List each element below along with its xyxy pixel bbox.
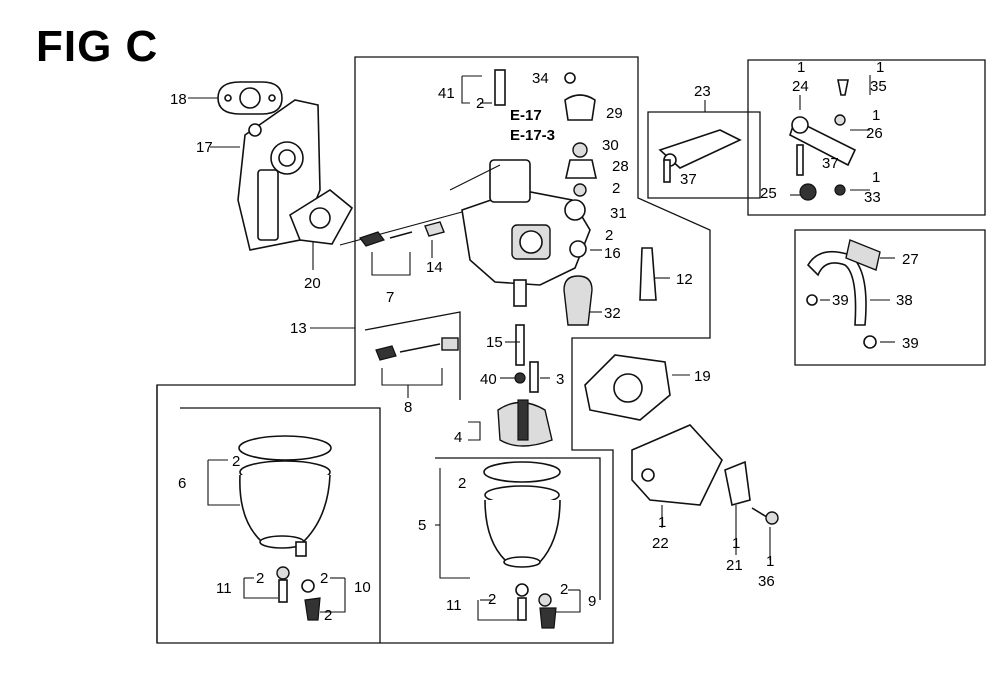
callout-38: 38 [896,292,913,309]
callout-16: 16 [604,245,621,262]
callout-39: 39 [832,292,849,309]
callout-11: 11 [216,580,232,597]
callout-27: 27 [902,251,919,268]
bracket-22 [631,424,723,506]
callout-20: 20 [304,275,321,292]
callout-7: 7 [386,289,394,306]
group-frames [156,56,986,644]
callout-1: 1 [658,514,666,531]
fuel-hose-group [806,239,881,349]
carburetor-body [339,159,591,307]
callout-6: 6 [178,475,186,492]
callout-2: 2 [256,570,264,587]
callout-12: 12 [676,271,693,288]
callout-25: 25 [760,185,777,202]
callout-26: 26 [866,125,883,142]
float-4 [497,399,553,447]
callout-1: 1 [732,535,740,552]
screws-and-springs [359,69,597,393]
callout-33: 33 [864,189,881,206]
callout-labels: 2 41 34 29 30 28 2 31 18 17 20 14 7 13 2… [170,59,919,624]
callout-1: 1 [797,59,805,76]
callout-2: 2 [612,180,620,197]
ref-label-e17: E-17 [510,107,542,124]
callout-2: 2 [488,591,496,608]
callout-39: 39 [902,335,919,352]
callout-31: 31 [610,205,627,222]
callout-1: 1 [872,107,880,124]
float-bowl-6 [238,435,332,621]
callout-18: 18 [170,91,187,108]
callout-2: 2 [560,581,568,598]
callout-3: 3 [556,371,564,388]
callout-9: 9 [588,593,596,610]
gasket-20 [289,189,354,245]
callout-36: 36 [758,573,775,590]
callout-10: 10 [354,579,371,596]
callout-1: 1 [876,59,884,76]
gasket-18 [217,81,283,115]
ref-label-e17-3: E-17-3 [510,127,555,144]
callout-2: 2 [232,453,240,470]
callout-2: 2 [458,475,466,492]
callout-34: 34 [532,70,549,87]
callout-35: 35 [870,78,887,95]
callout-37: 37 [822,155,839,172]
callout-24: 24 [792,78,809,95]
float-bowl-5 [483,461,561,629]
callout-11: 11 [446,597,462,614]
clamp-21-bolt-36 [724,460,779,525]
callout-41: 41 [438,85,455,102]
leader-lines [188,75,895,621]
callout-19: 19 [694,368,711,385]
insulator-19 [584,354,671,421]
callout-1: 1 [872,169,880,186]
callout-2: 2 [324,607,332,624]
callout-2: 2 [605,227,613,244]
callout-14: 14 [426,259,443,276]
float-pin-12 [639,247,657,301]
callout-23: 23 [694,83,711,100]
callout-21: 21 [726,557,743,574]
figure-title: FIG C [36,22,159,71]
callout-1: 1 [766,553,774,570]
callout-28: 28 [612,158,629,175]
callout-8: 8 [404,399,412,416]
callout-17: 17 [196,139,213,156]
callout-40: 40 [480,371,497,388]
callout-2: 2 [476,95,484,112]
callout-32: 32 [604,305,621,322]
throttle-lever-group [789,79,857,201]
callout-22: 22 [652,535,669,552]
callout-29: 29 [606,105,623,122]
callout-15: 15 [486,334,503,351]
callout-13: 13 [290,320,307,337]
callout-4: 4 [454,429,462,446]
choke-lever-23 [647,111,761,199]
callout-2: 2 [320,570,328,587]
callout-5: 5 [418,517,426,534]
callout-30: 30 [602,137,619,154]
callout-37: 37 [680,171,697,188]
